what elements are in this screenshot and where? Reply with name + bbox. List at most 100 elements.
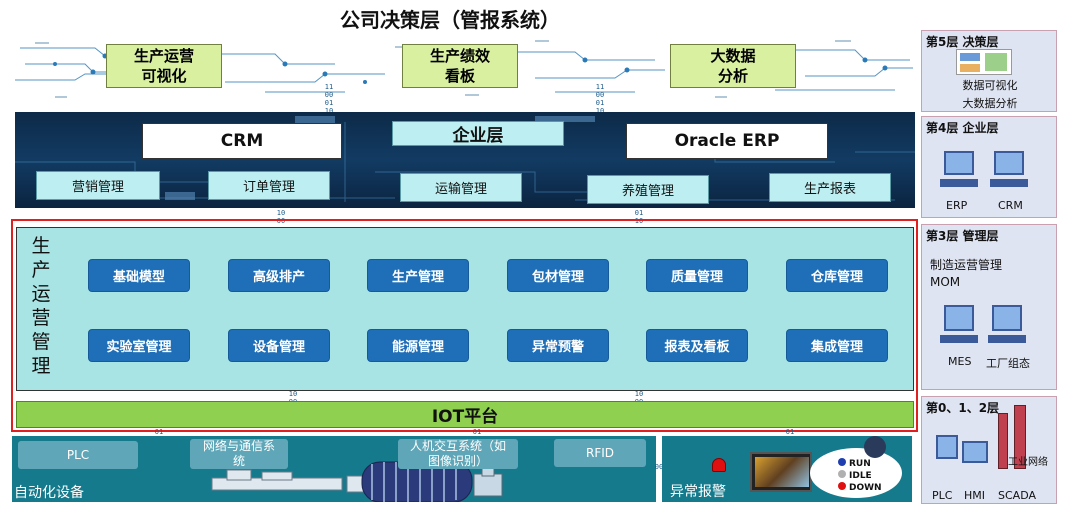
iot-label: IOT平台: [431, 407, 499, 427]
decision-box-kpi-board[interactable]: 生产绩效 看板: [402, 44, 518, 88]
crm-label: CRM: [998, 199, 1023, 212]
oracle-erp-box[interactable]: Oracle ERP: [626, 123, 828, 159]
module-equipment[interactable]: 设备管理: [228, 329, 330, 362]
operator-icon: [864, 436, 886, 458]
module-label: 异常预警: [531, 340, 584, 355]
module-label: 生产管理: [391, 270, 444, 285]
iot-platform-bar[interactable]: IOT平台: [16, 401, 914, 428]
layer3-title: 第3层 管理层: [926, 229, 999, 243]
factory-config-label: 工厂组态: [986, 357, 1030, 370]
plc-device-icon: [936, 435, 958, 459]
module-label: 生产报表: [803, 182, 856, 197]
module-label: 实验室管理: [106, 340, 172, 355]
module-orders[interactable]: 订单管理: [208, 171, 330, 200]
module-exception-alert[interactable]: 异常预警: [507, 329, 609, 362]
sidebar-layer5[interactable]: 第5层 决策层 数据可视化 大数据分析: [921, 30, 1057, 112]
layer3-desc: 制造运营管理 MOM: [930, 258, 1003, 289]
status-bubble: RUN IDLE DOWN: [810, 448, 902, 498]
plc-box[interactable]: PLC: [18, 441, 138, 469]
computer-icon: [944, 151, 974, 175]
mom-highlight-frame: [11, 219, 918, 432]
crm-label: CRM: [220, 131, 264, 151]
monitor-screen-icon: [750, 452, 812, 492]
binary-bits: 00: [654, 463, 664, 471]
module-packaging[interactable]: 包材管理: [507, 259, 609, 292]
scada-label: SCADA: [998, 489, 1036, 502]
layer0-title: 第0、1、2层: [926, 401, 1000, 415]
hmi-label: HMI: [964, 489, 986, 502]
module-label: 集成管理: [810, 340, 863, 355]
sidebar-layer3[interactable]: 第3层 管理层 制造运营管理 MOM MES 工厂组态: [921, 224, 1057, 390]
module-label: 基础模型: [112, 270, 165, 285]
module-reports-boards[interactable]: 报表及看板: [646, 329, 748, 362]
module-label: 能源管理: [391, 340, 444, 355]
module-label: 订单管理: [242, 180, 295, 195]
computer-icon: [994, 151, 1024, 175]
binary-bits: 01: [785, 428, 795, 436]
module-label: 营销管理: [71, 180, 124, 195]
layer5-title: 第5层 决策层: [926, 35, 999, 49]
decision-box-visualization[interactable]: 生产运营 可视化: [106, 44, 222, 88]
keyboard-icon: [990, 179, 1028, 187]
rfid-box[interactable]: RFID: [554, 439, 646, 467]
module-production[interactable]: 生产管理: [367, 259, 469, 292]
module-production-report[interactable]: 生产报表: [769, 173, 891, 202]
network-label: 网络与通信系 统: [202, 439, 275, 468]
module-transport[interactable]: 运输管理: [400, 173, 522, 202]
decision-box-label: 生产运营 可视化: [133, 47, 194, 85]
module-advanced-scheduling[interactable]: 高级排产: [228, 259, 330, 292]
module-warehouse[interactable]: 仓库管理: [786, 259, 888, 292]
layer5-line: 大数据分析: [962, 97, 1018, 110]
module-label: 质量管理: [670, 270, 723, 285]
layer4-title: 第4层 企业层: [926, 121, 999, 135]
enterprise-layer-text: 企业层: [452, 126, 504, 146]
keyboard-icon: [940, 179, 978, 187]
module-energy[interactable]: 能源管理: [367, 329, 469, 362]
hmi-device-icon: [962, 441, 988, 463]
crm-box[interactable]: CRM: [142, 123, 342, 159]
module-label: 养殖管理: [621, 184, 674, 199]
computer-icon: [992, 305, 1022, 331]
scada-tower-icon: [998, 413, 1008, 469]
keyboard-icon: [988, 335, 1026, 343]
alarm-label: 异常报警: [670, 484, 726, 500]
sidebar-layer0[interactable]: 第0、1、2层 工业网络 PLC HMI SCADA: [921, 396, 1057, 504]
module-base-model[interactable]: 基础模型: [88, 259, 190, 292]
module-label: 高级排产: [252, 270, 305, 285]
binary-bits: 01: [154, 428, 164, 436]
automation-label: 自动化设备: [14, 485, 84, 501]
decision-box-label: 大数据 分析: [710, 47, 756, 85]
module-label: 设备管理: [252, 340, 305, 355]
module-quality[interactable]: 质量管理: [646, 259, 748, 292]
status-idle: IDLE: [838, 470, 882, 482]
plc-label: PLC: [932, 489, 953, 502]
sidebar-layer4[interactable]: 第4层 企业层 ERP CRM: [921, 116, 1057, 218]
production-management-label: 生产运营管理: [30, 234, 52, 378]
machinery-illustration: [211, 461, 503, 502]
module-label: 报表及看板: [664, 340, 730, 355]
oracle-erp-label: Oracle ERP: [674, 131, 780, 151]
decision-box-label: 生产绩效 看板: [429, 47, 490, 85]
vertical-label-text: 生产运营管理: [31, 235, 51, 377]
page-title: 公司决策层（管报系统）: [340, 8, 560, 32]
computer-icon: [944, 305, 974, 331]
enterprise-layer-label: 企业层: [392, 121, 564, 146]
decision-box-bigdata[interactable]: 大数据 分析: [670, 44, 796, 88]
module-integration[interactable]: 集成管理: [786, 329, 888, 362]
industrial-network-label: 工业网络: [1008, 457, 1048, 468]
module-laboratory[interactable]: 实验室管理: [88, 329, 190, 362]
plc-label: PLC: [66, 447, 90, 462]
erp-label: ERP: [946, 199, 968, 212]
dashboard-icon: [956, 49, 1012, 75]
hmi-box[interactable]: 人机交互系统（如 图像识别）: [398, 439, 518, 469]
keyboard-icon: [940, 335, 978, 343]
hmi-label: 人机交互系统（如 图像识别）: [409, 439, 506, 468]
network-comm-box[interactable]: 网络与通信系 统: [190, 439, 288, 469]
production-management-band: [16, 227, 914, 391]
module-marketing[interactable]: 营销管理: [36, 171, 160, 200]
module-breeding[interactable]: 养殖管理: [587, 175, 709, 204]
